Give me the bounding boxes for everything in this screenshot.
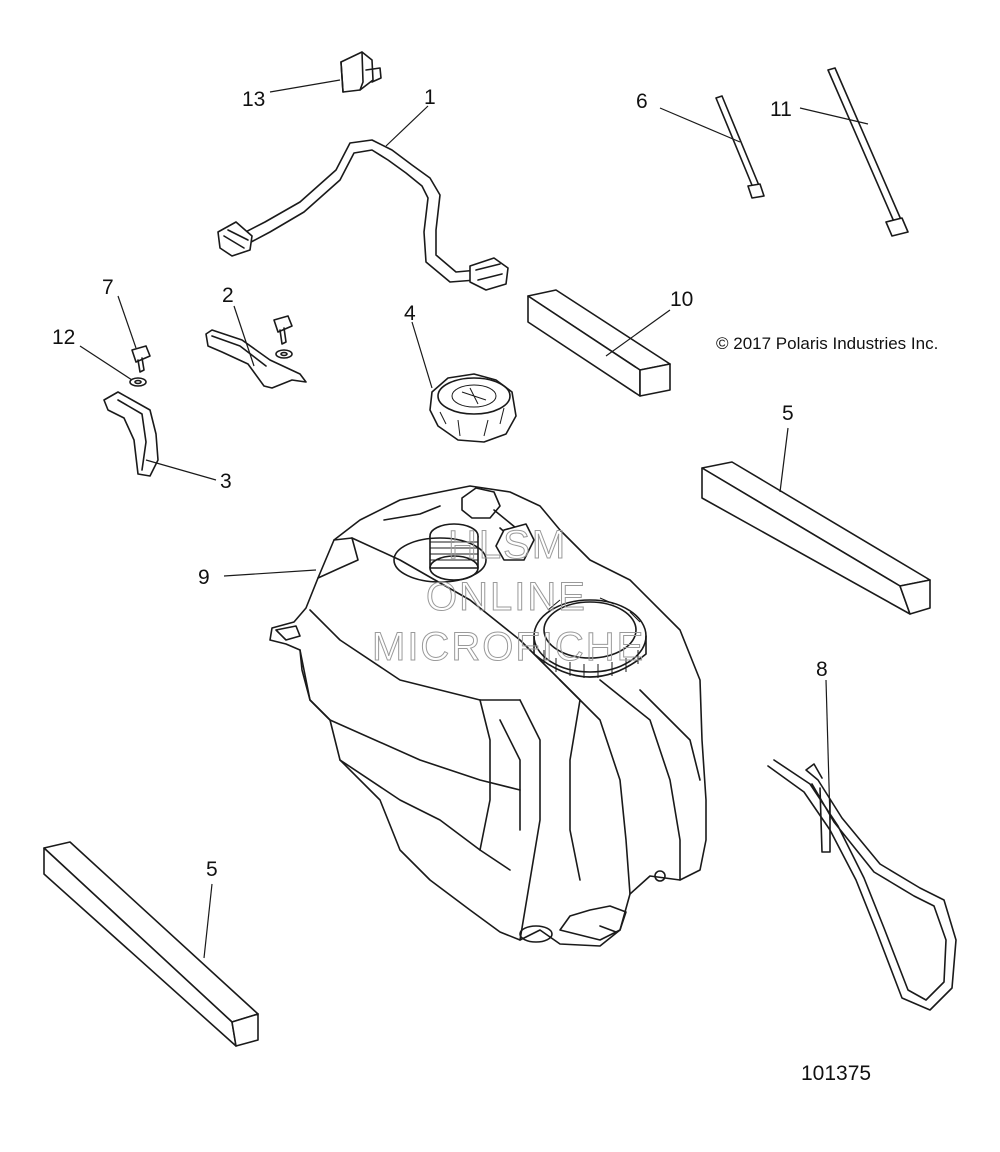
callout-3: 3 xyxy=(220,470,232,493)
callout-8: 8 xyxy=(816,658,828,681)
diagram-number: 101375 xyxy=(801,1062,872,1085)
part-1-vent-hose xyxy=(217,139,509,291)
part-6-tie-strap xyxy=(715,95,765,199)
callout-13: 13 xyxy=(242,88,265,111)
callout-labels: 13 1 6 11 7 2 10 4 12 5 3 9 8 5 xyxy=(52,86,828,881)
part-5-foam-block-left xyxy=(43,841,259,1047)
leader-lines xyxy=(79,79,869,959)
watermark-line: HLSM xyxy=(448,523,567,567)
callout-5-right: 5 xyxy=(782,402,794,425)
watermark-line: MICROFICHE xyxy=(372,625,645,669)
part-13-clip xyxy=(340,51,382,93)
part-8-hose xyxy=(767,759,957,1011)
part-12-washer xyxy=(129,349,293,387)
callout-9: 9 xyxy=(198,566,210,589)
callout-2: 2 xyxy=(222,284,234,307)
callout-1: 1 xyxy=(424,86,436,109)
callout-7: 7 xyxy=(102,276,114,299)
callout-4: 4 xyxy=(404,302,416,325)
part-3-bracket xyxy=(103,391,159,477)
part-10-foam-block xyxy=(527,289,671,397)
part-7-bolt xyxy=(131,345,151,373)
callout-11: 11 xyxy=(770,98,792,121)
callout-6: 6 xyxy=(636,90,648,113)
copyright-notice: © 2017 Polaris Industries Inc. xyxy=(716,334,939,353)
callout-5-left: 5 xyxy=(206,858,218,881)
watermark-line: ONLINE xyxy=(426,575,587,619)
part-11-tie-strap xyxy=(827,67,909,237)
part-2-bolt xyxy=(273,315,293,345)
part-9-fuel-tank xyxy=(269,485,707,947)
callout-10: 10 xyxy=(670,288,693,311)
part-5-foam-block-right xyxy=(701,461,931,615)
part-2-bracket xyxy=(205,329,307,389)
watermark: HLSM ONLINE MICROFICHE xyxy=(372,523,645,670)
part-4-fuel-cap xyxy=(429,373,517,443)
callout-12: 12 xyxy=(52,326,75,349)
